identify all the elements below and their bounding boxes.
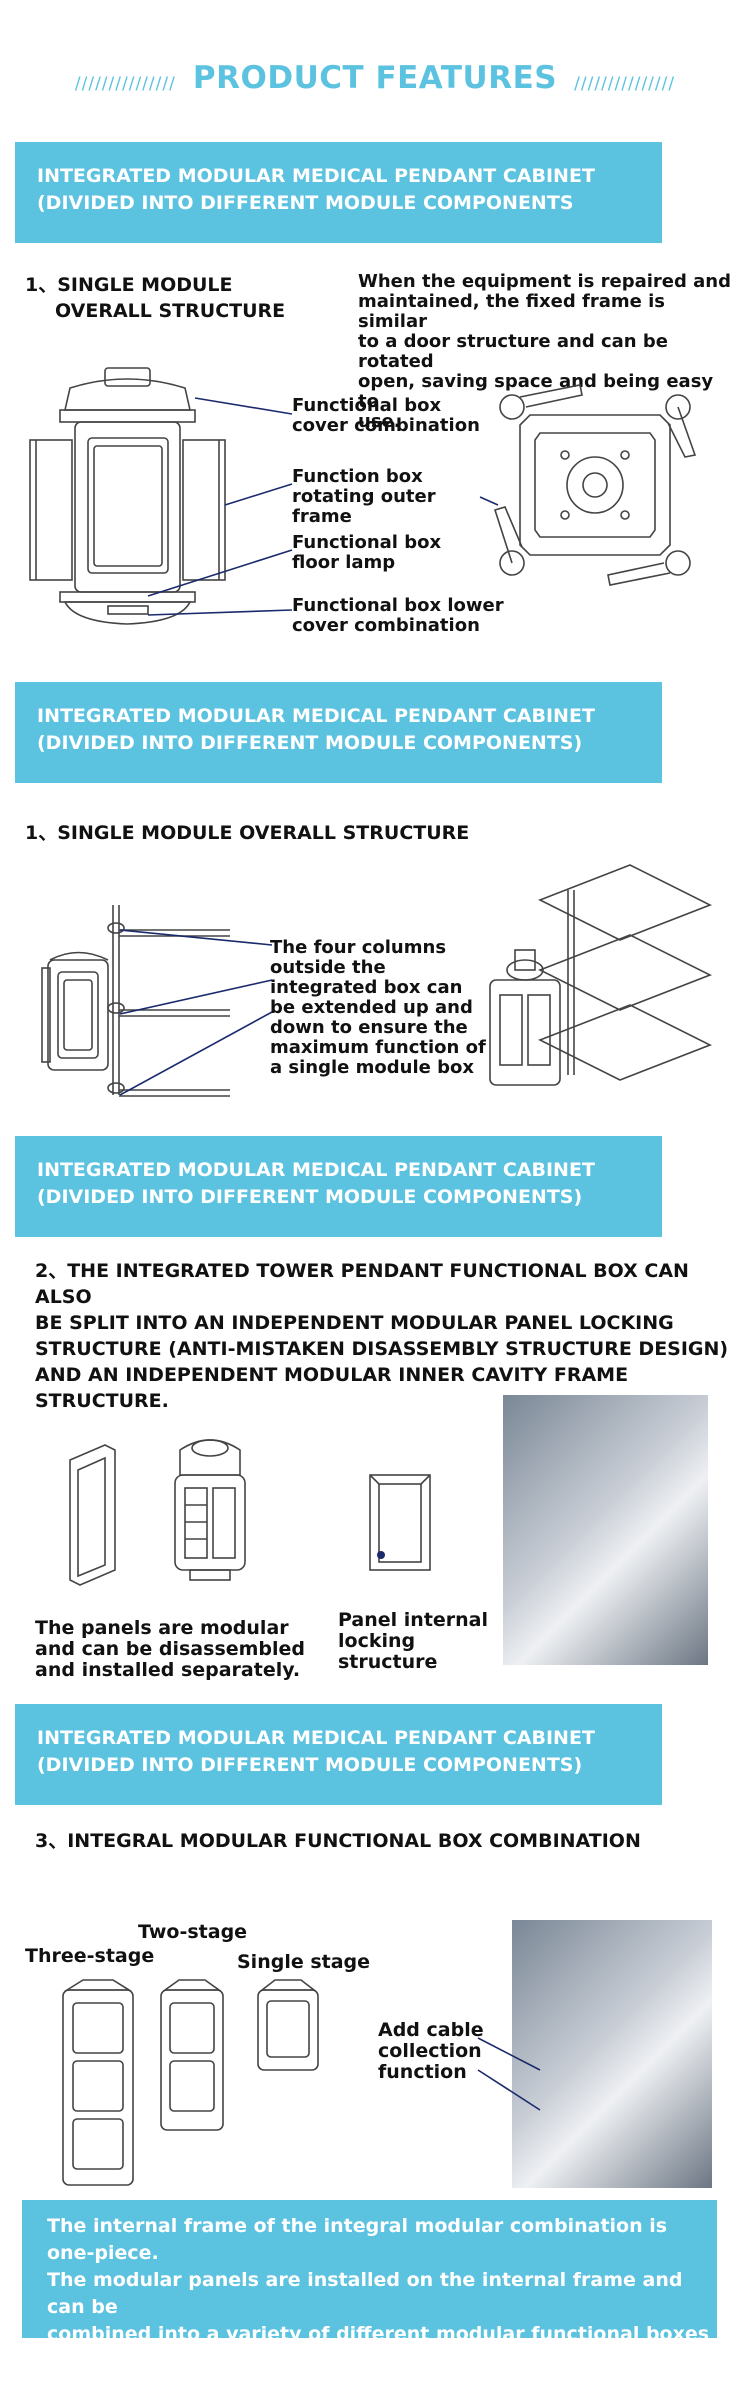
page-title: PRODUCT FEATURES <box>192 60 558 96</box>
callout-floor-lamp: Functional box floor lamp <box>292 533 441 573</box>
note-line: The four columns <box>270 937 447 958</box>
callout-line: Function box <box>292 466 423 487</box>
note-line: outside the <box>270 957 386 978</box>
description-line: use. <box>358 411 401 432</box>
header-decor-left: /////////////// <box>74 73 176 94</box>
product-photo-2 <box>512 1920 712 2188</box>
cable-collection-note: Add cable collection function <box>378 2020 484 2083</box>
panels-caption: The panels are modular and can be disass… <box>35 1618 305 1681</box>
section1-heading: 1、SINGLE MODULE OVERALL STRUCTURE <box>25 272 285 324</box>
section-banner-3: INTEGRATED MODULAR MEDICAL PENDANT CABIN… <box>15 1136 662 1237</box>
footer-summary: The internal frame of the integral modul… <box>22 2200 717 2372</box>
section2-heading: 1、SINGLE MODULE OVERALL STRUCTURE <box>25 822 470 844</box>
callout-line: Functional box <box>292 532 442 553</box>
callout-cover-combination: Functional box cover combination <box>292 396 480 436</box>
note-line: down to ensure the <box>270 1017 468 1038</box>
note-line: Add cable <box>378 2019 484 2041</box>
caption-line: and installed separately. <box>35 1659 301 1681</box>
callout-rotating-frame: Function box rotating outer frame <box>292 467 436 527</box>
footer-line: combined into a variety of different mod… <box>47 2323 710 2345</box>
heading-line: BE SPLIT INTO AN INDEPENDENT MODULAR PAN… <box>35 1312 674 1334</box>
description-line: When the equipment is repaired and <box>358 271 731 292</box>
caption-line: locking <box>338 1630 416 1652</box>
caption-line: The panels are modular <box>35 1617 289 1639</box>
module-with-shelves-drawing <box>489 864 712 1086</box>
callout-lower-cover: Functional box lower cover combination <box>292 596 504 636</box>
callout-line: frame <box>292 506 352 527</box>
callout-line: floor lamp <box>292 552 396 573</box>
description-line: maintained, the fixed frame is similar <box>358 291 665 332</box>
banner-line-2: (DIVIDED INTO DIFFERENT MODULE COMPONENT… <box>37 1186 583 1208</box>
section-banner-4: INTEGRATED MODULAR MEDICAL PENDANT CABIN… <box>15 1704 662 1805</box>
locking-caption: Panel internal locking structure <box>338 1610 488 1673</box>
callout-line: Functional box lower <box>292 595 504 616</box>
label-three-stage: Three-stage <box>25 1945 155 1967</box>
label-single-stage: Single stage <box>237 1951 371 1973</box>
heading-line: STRUCTURE (ANTI-MISTAKEN DISASSEMBLY STR… <box>35 1338 729 1360</box>
section4-heading: 3、INTEGRAL MODULAR FUNCTIONAL BOX COMBIN… <box>35 1830 641 1852</box>
note-line: function <box>378 2061 467 2083</box>
banner-line-2: (DIVIDED INTO DIFFERENT MODULE COMPONENT… <box>37 192 574 214</box>
panel-components-drawing <box>69 1439 246 1586</box>
heading-line: 2、THE INTEGRATED TOWER PENDANT FUNCTIONA… <box>35 1260 689 1308</box>
section-banner-1: INTEGRATED MODULAR MEDICAL PENDANT CABIN… <box>15 142 662 243</box>
footer-line: The internal frame of the integral modul… <box>47 2215 668 2264</box>
footer-line: (single-stage, two-stage, three-stage, f… <box>47 2350 644 2372</box>
section1-heading-line2: OVERALL STRUCTURE <box>55 300 286 322</box>
callout-line: Functional box <box>292 395 442 416</box>
banner-line-1: INTEGRATED MODULAR MEDICAL PENDANT CABIN… <box>37 705 595 727</box>
header-decor-right: /////////////// <box>574 73 676 94</box>
section1-heading-line1: 1、SINGLE MODULE <box>25 274 233 296</box>
inner-frame-drawing <box>369 1474 431 1571</box>
banner-line-1: INTEGRATED MODULAR MEDICAL PENDANT CABIN… <box>37 165 595 187</box>
section-banner-2: INTEGRATED MODULAR MEDICAL PENDANT CABIN… <box>15 682 662 783</box>
product-photo-1 <box>503 1395 708 1665</box>
caption-line: structure <box>338 1651 438 1673</box>
footer-line: The modular panels are installed on the … <box>47 2269 683 2318</box>
columns-callout-lines <box>119 929 273 1096</box>
note-line: integrated box can <box>270 977 463 998</box>
page-header: /////////////// PRODUCT FEATURES ///////… <box>0 60 750 96</box>
note-line: collection <box>378 2040 482 2062</box>
heading-line: AND AN INDEPENDENT MODULAR INNER CAVITY … <box>35 1364 629 1412</box>
caption-line: Panel internal <box>338 1609 489 1631</box>
note-line: maximum function of <box>270 1037 486 1058</box>
banner-line-1: INTEGRATED MODULAR MEDICAL PENDANT CABIN… <box>37 1727 595 1749</box>
single-module-top-view-drawing <box>479 384 697 586</box>
callout-line: cover combination <box>292 615 480 636</box>
banner-line-2: (DIVIDED INTO DIFFERENT MODULE COMPONENT… <box>37 1754 583 1776</box>
description-line: to a door structure and can be rotated <box>358 331 668 372</box>
note-line: be extended up and <box>270 997 473 1018</box>
stage-combination-drawing <box>62 1979 319 2186</box>
section2-note: The four columns outside the integrated … <box>270 938 490 1078</box>
label-two-stage: Two-stage <box>138 1921 248 1943</box>
single-module-side-drawing <box>29 367 293 625</box>
section1-description: When the equipment is repaired and maint… <box>358 272 738 432</box>
callout-line: rotating outer <box>292 486 436 507</box>
callout-line: cover combination <box>292 415 480 436</box>
description-line: open, saving space and being easy to <box>358 371 714 412</box>
section3-heading: 2、THE INTEGRATED TOWER PENDANT FUNCTIONA… <box>35 1258 735 1414</box>
note-line: a single module box <box>270 1057 474 1078</box>
banner-line-1: INTEGRATED MODULAR MEDICAL PENDANT CABIN… <box>37 1159 595 1181</box>
caption-line: and can be disassembled <box>35 1638 306 1660</box>
cable-callout-lines <box>477 2037 541 2111</box>
banner-line-2: (DIVIDED INTO DIFFERENT MODULE COMPONENT… <box>37 732 583 754</box>
